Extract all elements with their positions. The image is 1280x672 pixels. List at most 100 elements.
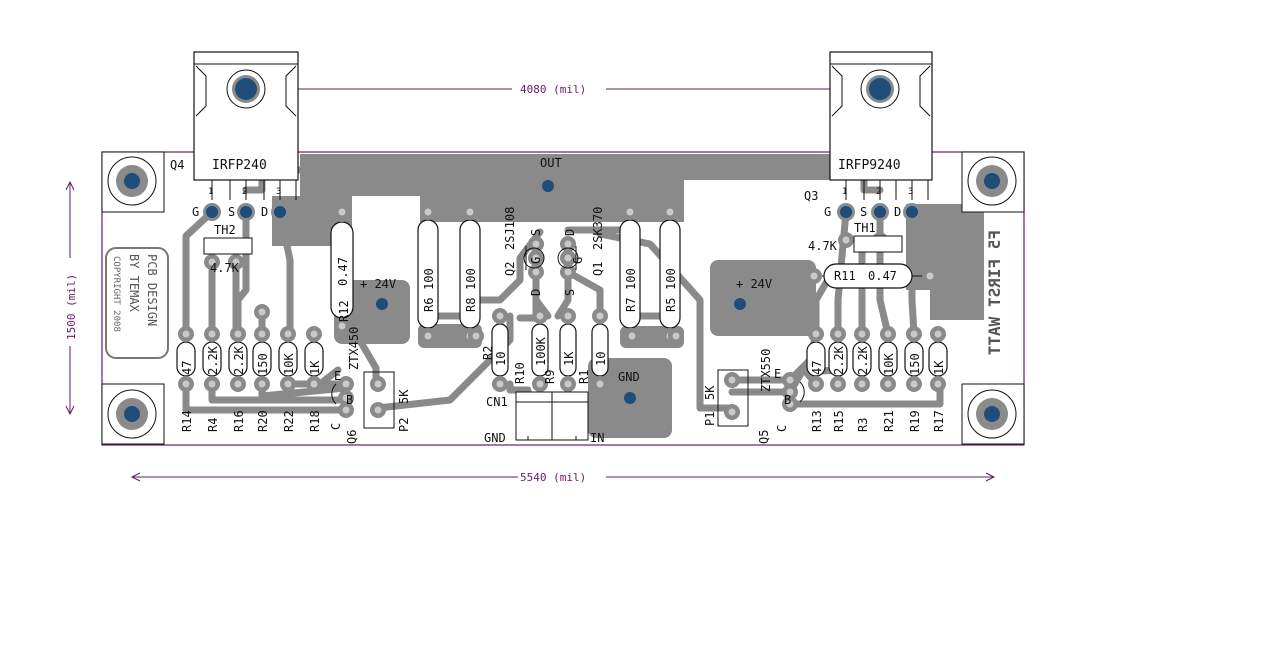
p2-outline [363, 371, 395, 429]
resistor-r15-ref: R15 [832, 410, 846, 432]
top-dimension-label: 4080 (mil) [520, 83, 586, 96]
resistor-r17-pad-top [930, 326, 946, 342]
q2-g-label: G [529, 257, 543, 264]
resistor-r15-value: 2.2K [832, 345, 846, 375]
p2-value: 5K [397, 389, 411, 404]
q3-pin3: 3 [908, 187, 913, 197]
th1-pad-left [838, 232, 854, 248]
q4-pin3: 3 [276, 187, 281, 197]
resistor-r14-pad-bottom [178, 376, 194, 392]
q5-b-label: B [784, 393, 791, 407]
resistor-r22-pad-bottom [280, 376, 296, 392]
th2-pad-right [228, 254, 244, 270]
resistor-r19-value: 150 [908, 353, 922, 375]
resistor-r11-ref: R11 [834, 269, 856, 283]
resistor-r16-value: 2.2K [232, 345, 246, 375]
resistor-r6-pad-top [420, 204, 436, 220]
q2-ref: Q2 [503, 262, 517, 276]
resistor-r17-value: 1K [932, 360, 946, 375]
q1-pad-g [560, 250, 576, 266]
resistor-r4-ref: R4 [206, 418, 220, 432]
bottom-dimension-label: 5540 (mil) [520, 471, 586, 484]
p1-value: 5K [703, 385, 717, 400]
q2-pad-s [528, 236, 544, 252]
resistor-r22-value: 10K [282, 353, 296, 375]
q3-gate-pad [837, 203, 855, 221]
th1-outline [853, 235, 903, 253]
q3-g-label: G [824, 205, 831, 219]
resistor-r8-ref: R8 [464, 298, 478, 312]
resistor-r17-ref: R17 [932, 410, 946, 432]
left-dimension-arrow-top [65, 180, 75, 191]
resistor-r21-pad-top [880, 326, 896, 342]
resistor-r7-pad-top [622, 204, 638, 220]
resistor-r18-pad-top [306, 326, 322, 342]
q3-pin2: 2 [876, 187, 881, 197]
q3-d-label: D [894, 205, 901, 219]
resistor-r13-ref: R13 [810, 410, 824, 432]
resistor-r1-pad-bottom [592, 376, 608, 392]
gnd-pour-label: GND [618, 370, 640, 384]
resistor-r6-ref: R6 [422, 298, 436, 312]
resistor-r17-pad-bottom [930, 376, 946, 392]
q5-c-label: C [775, 425, 789, 432]
resistor-r4-pad-bottom [204, 376, 220, 392]
resistor-1k-mid-pad-bottom [560, 376, 576, 392]
resistor-r7: 100 [619, 212, 641, 336]
center-right-pad [624, 328, 640, 344]
p2-ref: P2 [397, 418, 411, 432]
q2-pad-g [528, 250, 544, 266]
p2-pad-1 [370, 376, 386, 392]
plus24-left-label: + 24V [360, 277, 396, 291]
resistor-r4-pad-top [204, 326, 220, 342]
q3-ref: Q3 [804, 189, 818, 203]
q5-ref: Q5 [757, 430, 771, 444]
p1-ref: P1 [703, 412, 717, 426]
copyright-line-3: PCB DESIGN [145, 254, 159, 326]
bottom-dimension-arrow-right [985, 472, 996, 482]
q3-s-label: S [860, 205, 867, 219]
resistor-r20-ref: R20 [256, 410, 270, 432]
resistor-r13-pad-top [808, 326, 824, 342]
cn1-gnd-label: GND [484, 431, 506, 445]
resistor-r14: 47 [176, 334, 196, 384]
plus24-left-pad [373, 295, 391, 313]
q4-source-pad [237, 203, 255, 221]
resistor-r12-pad-bottom [334, 318, 350, 334]
q2-s-label: S [529, 229, 543, 236]
q4-gate-pad [203, 203, 221, 221]
q3-package [829, 51, 933, 200]
copyright-line-1: COPYRIGHT 2008 [111, 256, 121, 332]
q1-d-label: D [563, 229, 577, 236]
resistor-r7-ref: R7 [624, 298, 638, 312]
resistor-r3-value: 2.2K [856, 345, 870, 375]
q1-part: 2SK370 [591, 207, 605, 250]
center-left-pad [420, 328, 436, 344]
th2-outline [203, 237, 253, 255]
mount-hole-top-right [961, 151, 1025, 213]
q4-ref: Q4 [170, 158, 184, 172]
q3-source-pad [871, 203, 889, 221]
q5-pad-b [782, 384, 798, 400]
q1-g-label: G [571, 257, 585, 264]
plus24-right-pour [710, 260, 816, 336]
resistor-r18: 1K [304, 334, 324, 384]
resistor-r20-pad-bottom [254, 376, 270, 392]
resistor-r3-ref: R3 [856, 418, 870, 432]
out-pad [539, 177, 557, 195]
q4-drain-pad [271, 203, 289, 221]
resistor-r21-pad-bottom [880, 376, 896, 392]
plus24-right-label: + 24V [736, 277, 772, 291]
p1-pad-1 [724, 372, 740, 388]
resistor-r12-value: 0.47 [336, 257, 350, 286]
resistor-r21: 10K [878, 334, 898, 384]
th2-pad-left [204, 254, 220, 270]
q3-part: IRFP9240 [838, 158, 901, 173]
q1-ref: Q1 [591, 262, 605, 276]
resistor-r9-pad-top [532, 308, 548, 324]
resistor-r9-value: 100K [534, 336, 548, 366]
q2-pad-d [528, 264, 544, 280]
q6-pad-c [338, 402, 354, 418]
